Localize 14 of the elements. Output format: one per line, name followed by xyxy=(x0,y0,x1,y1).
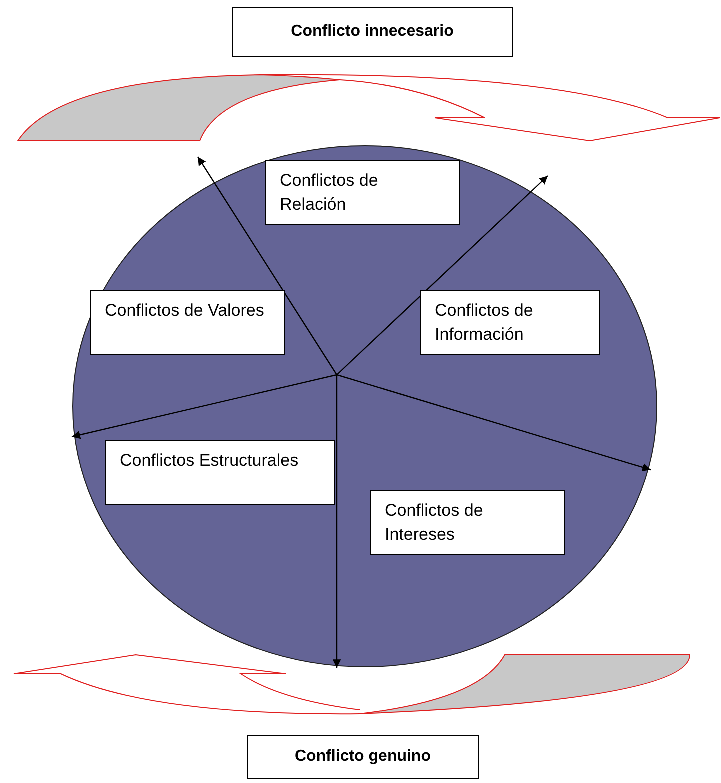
category-box xyxy=(105,440,335,505)
heading-box xyxy=(232,7,513,57)
category-label: Conflictos Estructurales xyxy=(120,451,299,470)
category-box xyxy=(90,290,285,355)
category-label: Conflictos de Intereses xyxy=(385,501,484,544)
heading-text: Conflicto genuino xyxy=(295,747,431,767)
category-box xyxy=(370,490,565,555)
category-label: Conflictos de Relación xyxy=(280,171,378,214)
category-box xyxy=(265,160,460,225)
category-box xyxy=(420,290,600,355)
category-label: Conflictos de Información xyxy=(435,301,534,344)
category-label: Conflictos de Valores xyxy=(105,301,264,320)
heading-box xyxy=(247,735,479,779)
heading-text: Conflicto innecesario xyxy=(291,22,454,42)
